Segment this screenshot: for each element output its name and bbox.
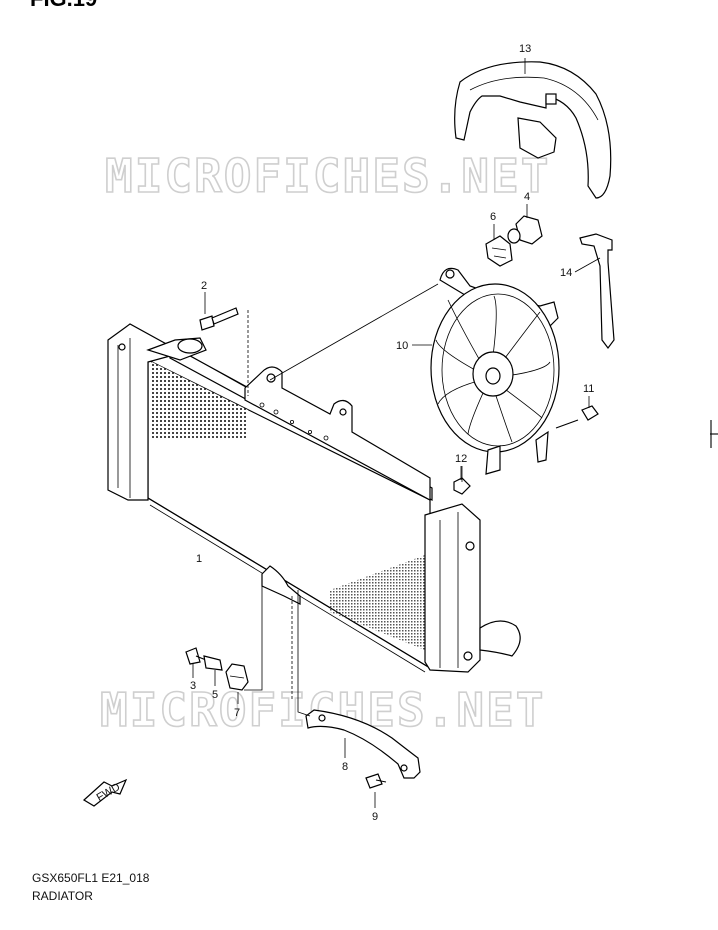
callout-6: 6 [490, 211, 496, 223]
fwd-arrow: FWD [82, 778, 128, 807]
radiator-right-tank [424, 503, 481, 673]
radiator-bottom-tab [261, 565, 301, 605]
callout-1: 1 [196, 553, 202, 565]
callout-13: 13 [519, 43, 531, 55]
screw-part-11 [581, 405, 599, 421]
collar-part-5 [203, 655, 223, 671]
diagram-code: GSX650FL1 E21_018 [32, 871, 150, 885]
fan-shroud-cover [454, 61, 612, 199]
callout-14: 14 [560, 267, 572, 279]
grommet-part-6 [485, 235, 513, 267]
callout-labels: 1 2 3 4 5 6 7 8 9 10 11 12 13 14 [190, 43, 594, 823]
radiator-top-bracket [244, 366, 431, 502]
bolt-part-3 [185, 647, 207, 665]
callout-2: 2 [201, 280, 207, 292]
fwd-label: FWD [95, 781, 123, 804]
callout-4: 4 [524, 191, 530, 203]
callout-12: 12 [455, 453, 467, 465]
diagram-name: RADIATOR [32, 889, 93, 903]
radiator-hose-outlet [479, 620, 521, 657]
grommet-part-7 [225, 663, 249, 691]
clamp-part-14 [579, 233, 615, 349]
radiator-left-tank [107, 323, 207, 501]
callout-3: 3 [190, 680, 196, 692]
bracket-part-8 [305, 709, 421, 779]
callout-5: 5 [212, 689, 218, 701]
watermark-bottom: MICROFICHES.NET [100, 683, 545, 737]
callout-9: 9 [372, 811, 378, 823]
leader-lines [192, 58, 601, 808]
bolt-part-2 [199, 307, 239, 331]
figure-title: FIG.19 [30, 0, 97, 11]
cooling-fan [430, 267, 579, 475]
collar-part-4 [507, 215, 543, 245]
watermark-top: MICROFICHES.NET [105, 149, 550, 203]
callout-8: 8 [342, 761, 348, 773]
bolt-part-9 [365, 773, 387, 789]
callout-11: 11 [583, 383, 594, 395]
callout-7: 7 [234, 707, 240, 719]
callout-10: 10 [396, 340, 408, 352]
